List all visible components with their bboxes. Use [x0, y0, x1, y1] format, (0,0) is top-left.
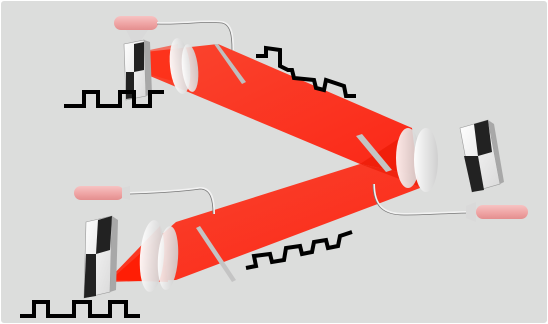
bottom-left-fiber-mount [122, 186, 130, 200]
right-fiber-connector [476, 205, 528, 219]
bottom-left-fiber-connector [74, 186, 124, 200]
right-lens-2 [414, 128, 438, 192]
top-left-fiber-connector [114, 16, 158, 30]
